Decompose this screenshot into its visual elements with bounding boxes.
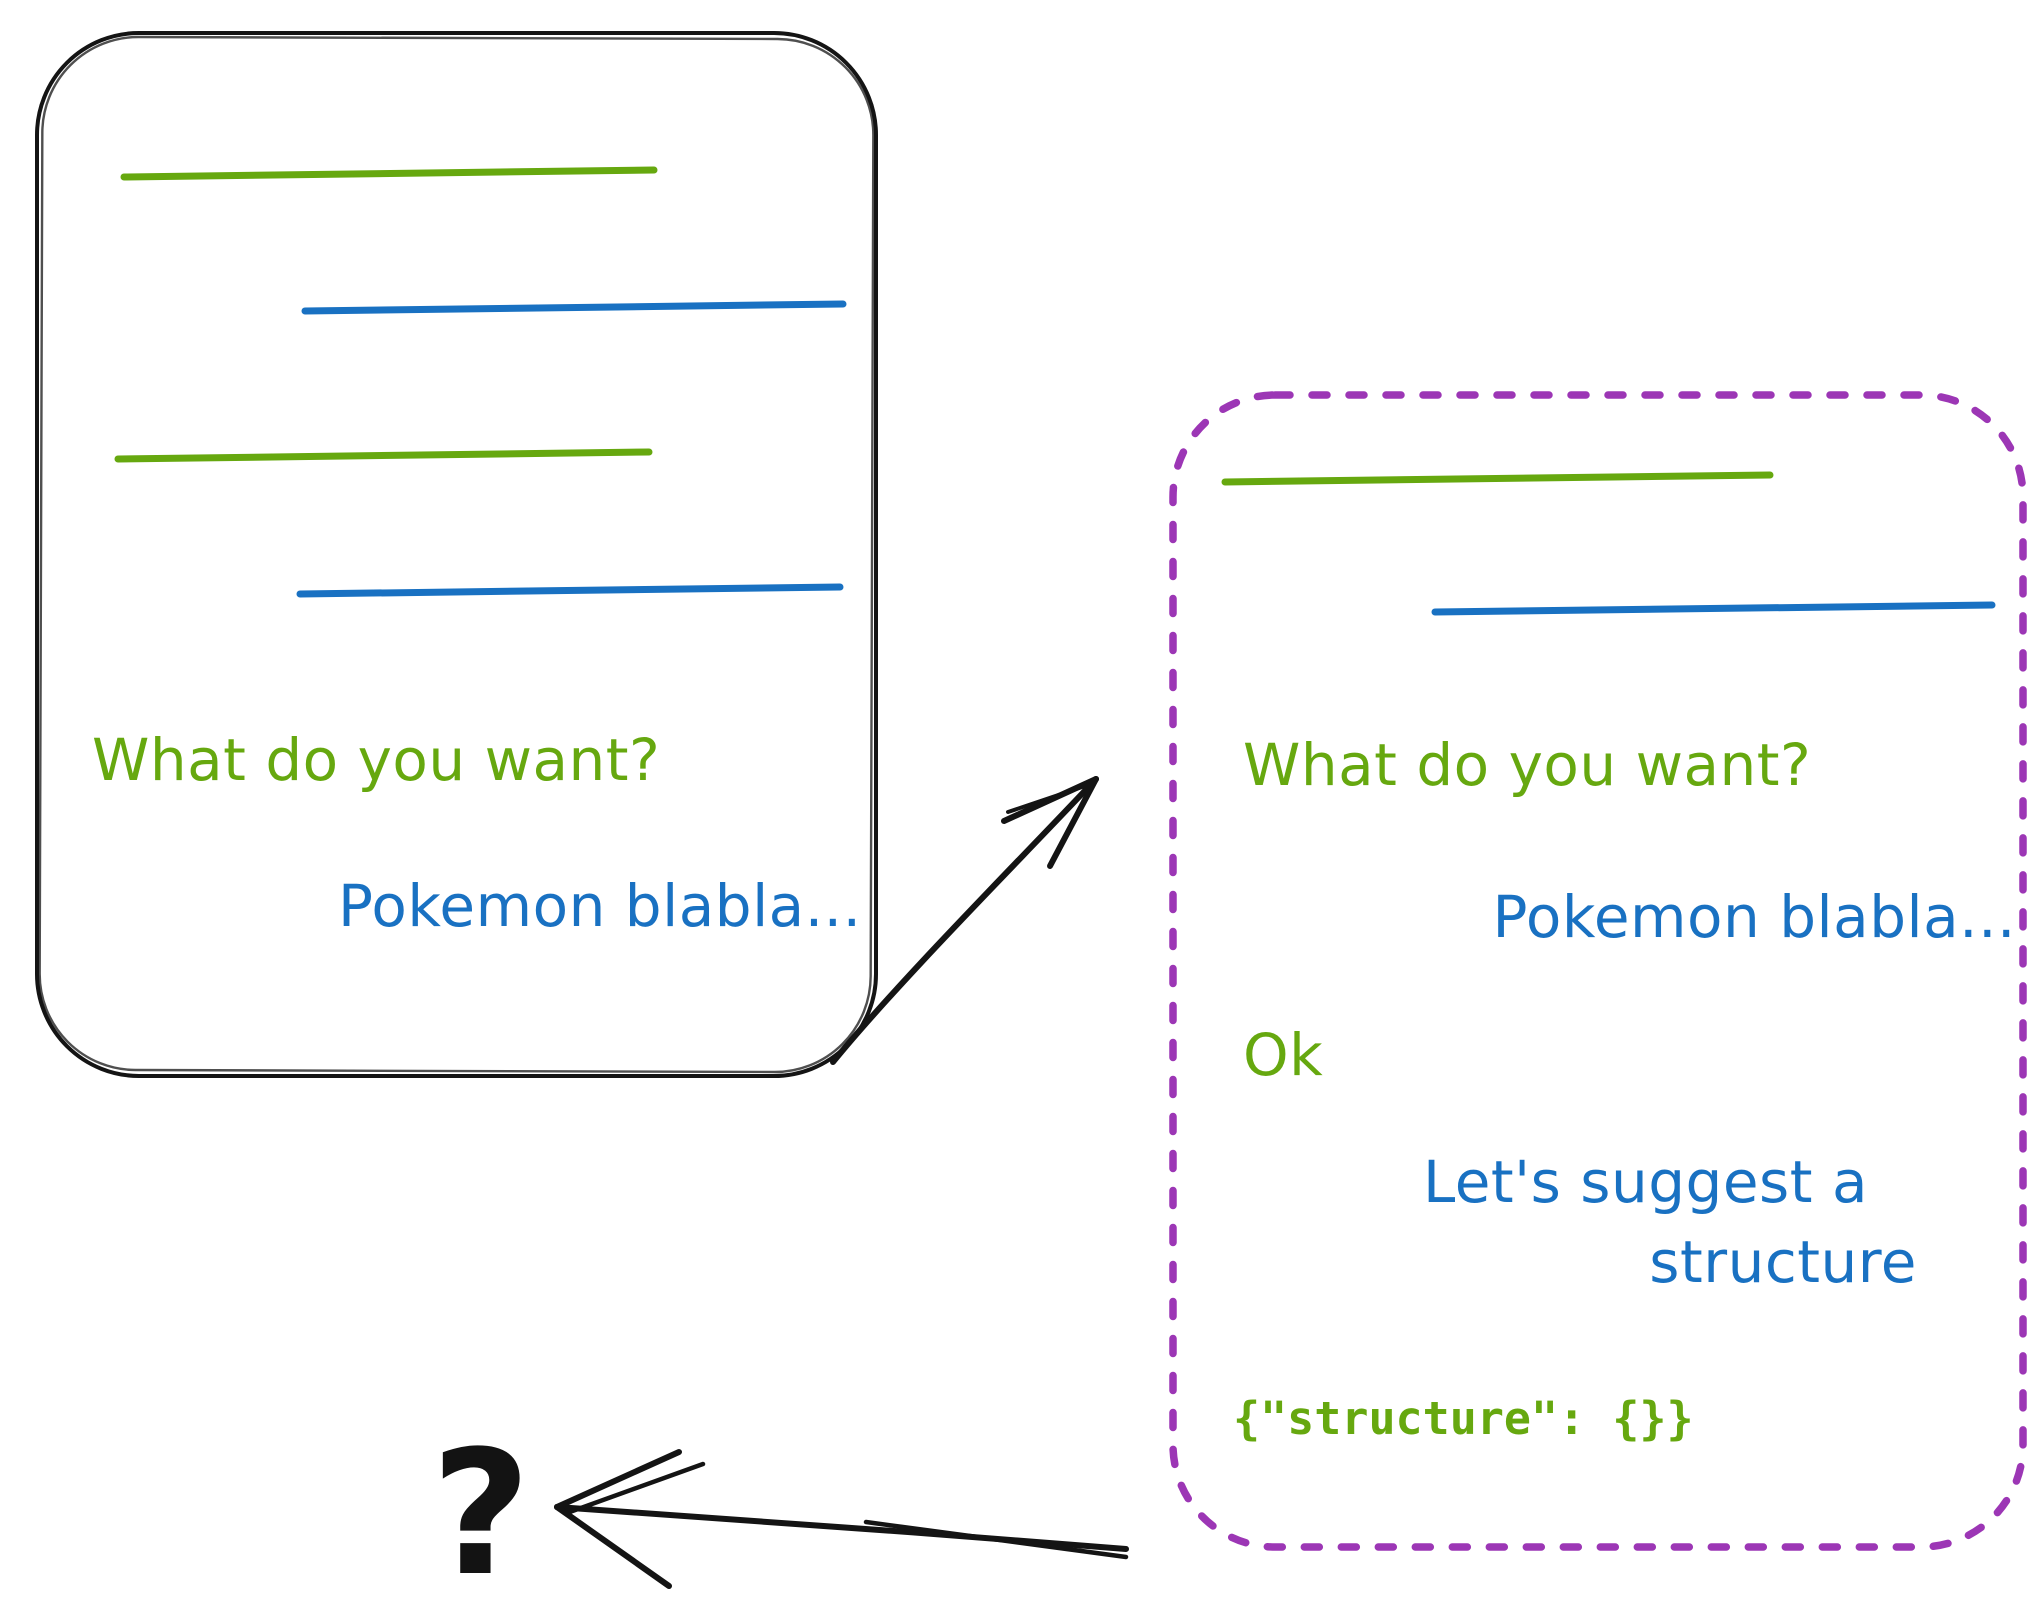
right-card-outline: [1169, 391, 2027, 1551]
left-card-placeholder-line-2: [301, 300, 847, 315]
arrow-to-question-mark: [554, 1449, 1129, 1589]
right-card-suggestion-line2: structure: [1649, 1228, 1917, 1296]
left-card-placeholder-line-1: [120, 166, 658, 181]
right-card-suggestion-line1: Let's suggest a: [1422, 1148, 1868, 1216]
right-card-ack-text: Ok: [1243, 1021, 1324, 1089]
left-card-question-text: What do you want?: [92, 726, 661, 794]
right-card-placeholder-line-2: [1431, 601, 1996, 616]
left-card-placeholder-line-4: [296, 583, 844, 598]
left-card-answer-text: Pokemon blabla...: [338, 872, 862, 940]
left-card-placeholder-line-3: [114, 448, 653, 463]
right-card-placeholder-line-1: [1221, 471, 1774, 486]
right-card-question-text: What do you want?: [1243, 731, 1812, 799]
question-mark-glyph: ?: [431, 1413, 531, 1608]
arrow-to-right-card: [830, 776, 1099, 1065]
left-card-outline: [35, 31, 878, 1078]
right-card-json-snippet: {"structure": {}}: [1233, 1392, 1694, 1445]
right-card-answer-text: Pokemon blabla...: [1492, 883, 2016, 951]
